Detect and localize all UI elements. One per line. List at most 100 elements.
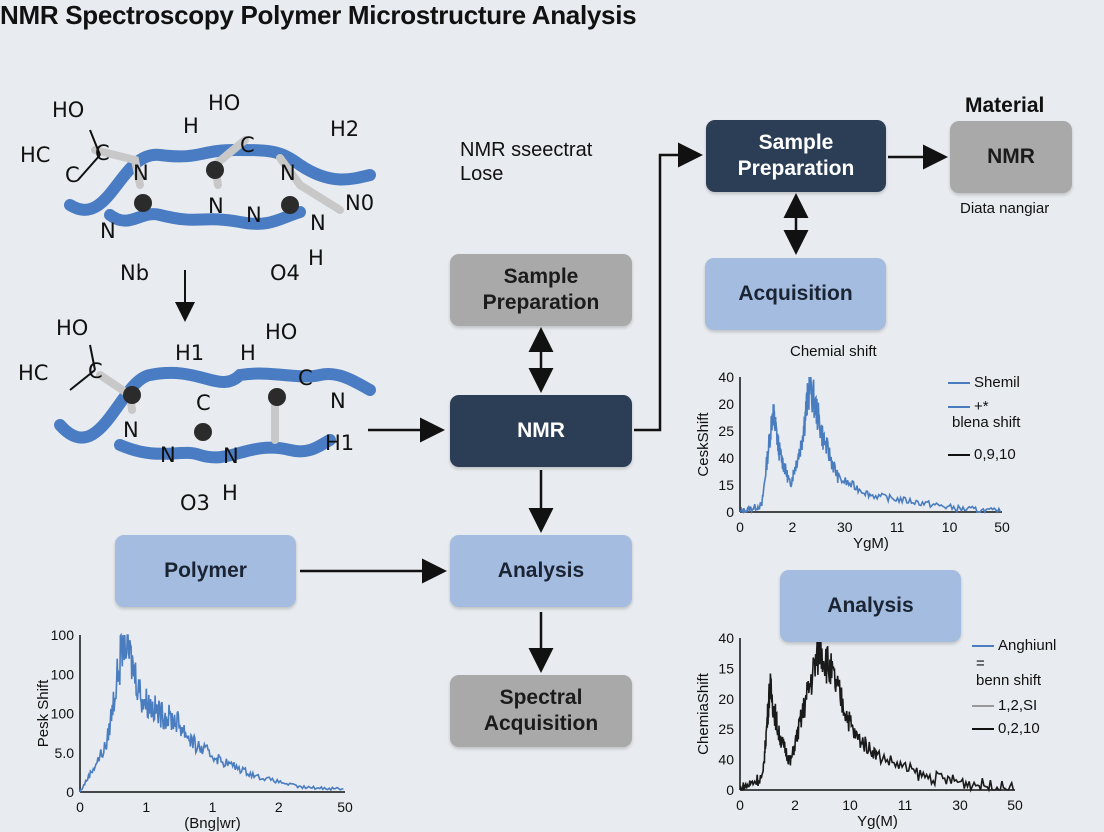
x-tick-label: 0	[76, 799, 84, 815]
molecule-bottom: HO HO H1 H HC C C C N N N N H1 O3 H	[18, 316, 376, 515]
material-label: Material	[965, 94, 1045, 117]
chart1-legend-1: Shemil	[948, 374, 1020, 391]
y-tick-label: 100	[51, 627, 75, 643]
sample-preparation-mid-box: Sample Preparation	[450, 254, 632, 326]
atom-label: N	[280, 161, 296, 185]
spectral-acquisition-box: Spectral Acquisition	[450, 675, 632, 747]
data-label: Diata nangiar	[960, 200, 1050, 217]
x-tick-label: 2	[789, 519, 797, 535]
polymer-box: Polymer	[115, 535, 296, 607]
x-axis-label: (Bng|wr)	[184, 815, 240, 832]
atom-label: H2	[330, 117, 359, 141]
arrow-nmr-to-sampleprep	[634, 142, 703, 432]
analysis-right-box: Analysis	[780, 570, 961, 642]
chart1-legend-4: 0,9,10	[948, 446, 1016, 463]
x-tick-label: 0	[736, 797, 744, 813]
atom-label: C	[240, 133, 255, 157]
x-tick-label: 10	[842, 797, 858, 813]
y-axis-label: Pesk Shift	[35, 679, 52, 747]
x-tick-label: 50	[1007, 797, 1023, 813]
analysis-center-box: Analysis	[450, 535, 632, 607]
atom-label: H	[240, 341, 256, 365]
atom-label: N	[123, 418, 139, 442]
chart1-legend-3: blena shift	[952, 414, 1021, 431]
y-tick-label: 40	[718, 369, 734, 385]
atom-label: N	[223, 444, 239, 468]
y-tick-label: 0	[726, 504, 734, 520]
y-tick-label: 40	[718, 630, 734, 646]
chart2-legend-4: 1,2,SI	[972, 697, 1037, 714]
x-tick-label: 30	[837, 519, 853, 535]
chart2-legend-5: 0,2,10	[972, 720, 1040, 737]
atom-label: H	[308, 246, 324, 270]
atom-label: C	[298, 366, 313, 390]
sample-preparation-top-box: Sample Preparation	[706, 120, 886, 192]
x-tick-label: 11	[890, 519, 905, 535]
y-tick-label: 25	[718, 423, 734, 439]
atom-label: C	[65, 163, 80, 187]
atom-label: H	[222, 481, 238, 505]
x-tick-label: 1	[209, 799, 217, 815]
x-axis-label: Yg(M)	[857, 813, 898, 830]
nmr-caption: NMR sseectrat Lose	[460, 139, 593, 185]
nmr-center-box: NMR	[450, 395, 632, 467]
nmr-gray-box: NMR	[950, 121, 1072, 193]
y-tick-label: 20	[718, 396, 734, 412]
chart2-legend-1: Anghiunl	[972, 637, 1056, 654]
chart1-title: Chemial shift	[790, 343, 877, 360]
atom-label: HO	[265, 320, 297, 344]
chart1-legend-2: +*	[948, 398, 989, 415]
chart2-legend-2: =	[976, 655, 985, 672]
x-tick-label: 11	[898, 797, 913, 813]
atom-label: H1	[175, 341, 204, 365]
atom-label: C	[95, 141, 110, 165]
x-tick-label: 50	[994, 519, 1010, 535]
y-tick-label: 40	[718, 752, 734, 768]
acquisition-box: Acquisition	[705, 258, 886, 330]
atom-label: N	[310, 211, 326, 235]
spectrum-line	[79, 632, 344, 793]
atom-label: H1	[325, 431, 354, 455]
molecule-top: HO HO H H2 HC C C C N N N N N N Nb O4 H …	[20, 91, 376, 285]
x-tick-label: 30	[952, 797, 968, 813]
atom-label: N	[160, 443, 176, 467]
chart2-legend-3: benn shift	[976, 672, 1042, 689]
y-axis-label: ChemiaShift	[695, 672, 712, 755]
y-tick-label: 20	[718, 691, 734, 707]
y-tick-label: 0	[66, 784, 74, 800]
atom-label: N	[133, 161, 149, 185]
y-tick-label: 100	[51, 706, 75, 722]
x-tick-label: 10	[942, 519, 958, 535]
x-tick-label: 1	[142, 799, 150, 815]
atom-label: HO	[56, 316, 88, 340]
y-tick-label: 15	[718, 477, 734, 493]
y-axis-label: CeskShift	[695, 412, 712, 477]
atom-label: N0	[345, 191, 374, 215]
atom-label: N	[330, 389, 346, 413]
x-tick-label: 0	[736, 519, 744, 535]
y-tick-label: 100	[51, 666, 75, 682]
atom-label: H	[183, 114, 199, 138]
atom-label: N	[246, 203, 262, 227]
atom-label: C	[196, 391, 211, 415]
atom-label: O4	[270, 261, 300, 285]
y-tick-label: 40	[718, 450, 734, 466]
spectrum-line	[739, 637, 1015, 793]
y-tick-label: 0	[726, 782, 734, 798]
spectrum-line	[739, 376, 1002, 515]
y-tick-label: 15	[718, 660, 734, 676]
page-title: NMR Spectroscopy Polymer Microstructure …	[0, 0, 637, 30]
atom-label: N	[100, 219, 116, 243]
atom-label: HO	[208, 91, 240, 115]
x-tick-label: 2	[275, 799, 283, 815]
atom-label: C	[88, 359, 103, 383]
atom-label: Nb	[120, 261, 149, 285]
atom-label: HC	[20, 143, 50, 167]
atom-label: O3	[180, 491, 210, 515]
atom-label: HO	[52, 98, 84, 122]
atom-label: N	[208, 194, 224, 218]
